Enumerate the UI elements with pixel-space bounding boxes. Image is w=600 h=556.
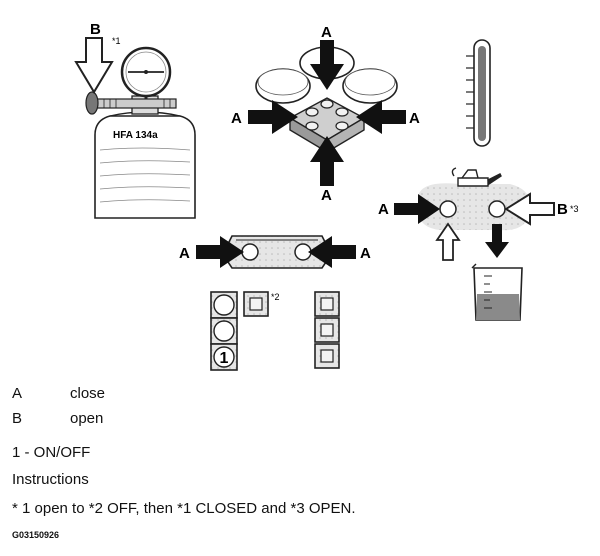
arrow-a-top-icon (310, 40, 344, 90)
switch-column-right (314, 291, 340, 369)
switch-note-2: *2 (271, 292, 280, 302)
drain-label-b: B (557, 201, 568, 218)
bottle-label-b: B (90, 21, 101, 38)
drain-down-arrow-icon (485, 224, 509, 258)
switch-cell (314, 343, 340, 369)
switch-cell (210, 317, 238, 345)
drain-up-arrow-open-icon (435, 222, 461, 261)
instructions-text: * 1 open to *2 OFF, then *1 CLOSED and *… (12, 500, 356, 517)
switch-number: 1 (220, 350, 229, 367)
switch-cell (314, 291, 340, 317)
legend-key-a: A (12, 385, 23, 402)
oil-drain-unit (418, 183, 531, 231)
switch-cell (210, 291, 238, 319)
figure-id: G03150926 (12, 530, 60, 540)
arrow-a-left-icon (248, 100, 298, 134)
refrigerant-bottle (85, 46, 196, 219)
bottle-label: HFA 134a (113, 130, 158, 141)
measuring-beaker (471, 263, 523, 321)
drain-arrow-b-open-icon (504, 192, 555, 226)
oil-can-icon (451, 167, 502, 187)
manifold-block (255, 46, 398, 154)
refrigerant-service-diagram: HFA 134a B *1 A A A A (74, 21, 579, 371)
legend-text-a: close (70, 385, 106, 402)
drain-note-3: *3 (570, 204, 579, 214)
instructions-title: Instructions (12, 471, 89, 488)
manifold-label-a-right: A (409, 110, 420, 127)
valve-arrow-a-right-icon (308, 236, 356, 268)
legend-key-b: B (12, 410, 23, 427)
manifold-label-a-left: A (231, 110, 242, 127)
manifold-label-a-bottom: A (321, 187, 332, 204)
drain-arrow-a-icon (394, 194, 440, 224)
legend-text-b: open (70, 410, 104, 427)
graduated-tube (466, 39, 491, 147)
switch-cell-note-2 (243, 291, 269, 317)
bottle-note-1: *1 (112, 36, 121, 46)
switch-cell-on-off (210, 343, 238, 371)
switch-column-left (210, 291, 238, 371)
switch-cell (314, 317, 340, 343)
valve-label-a-left: A (179, 245, 190, 262)
valve-label-a-right: A (360, 245, 371, 262)
valve-arrow-a-left-icon (196, 236, 244, 268)
legend-switch-line: 1 - ON/OFF (12, 444, 91, 461)
drain-label-a: A (378, 201, 389, 218)
manifold-label-a-top: A (321, 24, 332, 41)
arrow-a-bottom-icon (310, 136, 344, 186)
arrow-b-open-icon (74, 37, 114, 94)
arrow-a-right-icon (356, 100, 406, 134)
